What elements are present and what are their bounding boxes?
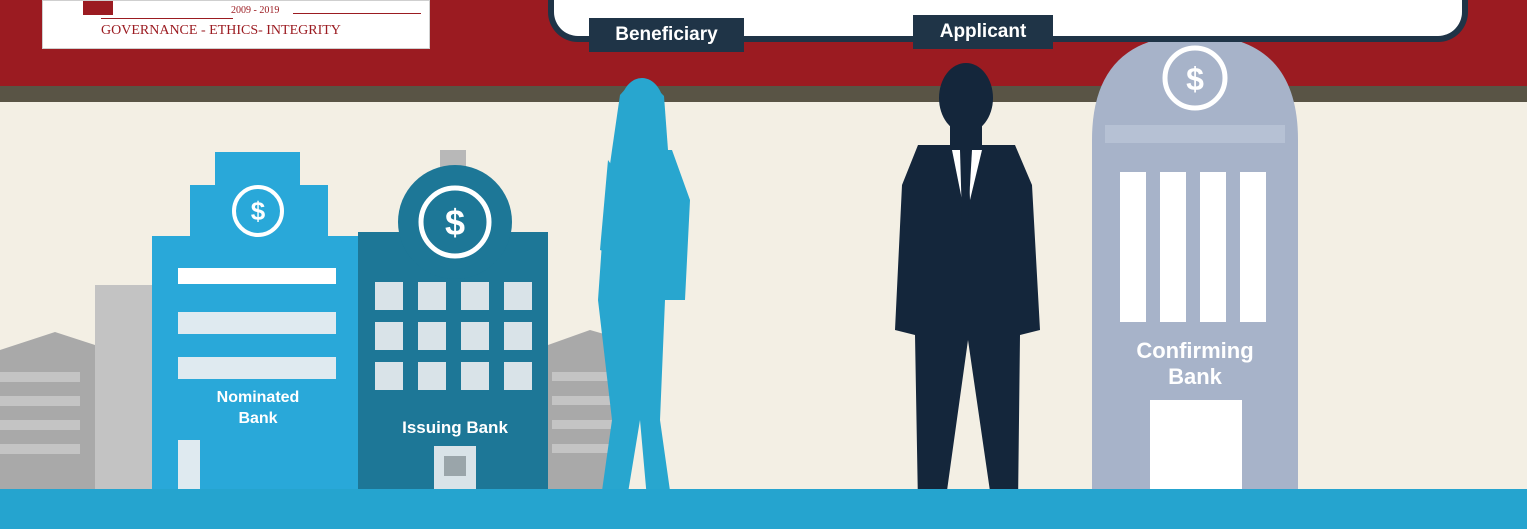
logo-emblem bbox=[83, 1, 113, 15]
organization-logo: 2009 - 2019 GOVERNANCE - ETHICS- INTEGRI… bbox=[42, 0, 430, 49]
confirming-bank-dollar-icon bbox=[1162, 45, 1228, 111]
logo-tagline: GOVERNANCE - ETHICS- INTEGRITY bbox=[101, 23, 341, 38]
applicant-label: Applicant bbox=[913, 15, 1053, 49]
beneficiary-figure bbox=[598, 78, 690, 510]
confirming-bank-dollar-symbol: $ bbox=[1186, 61, 1204, 97]
nominated-bank-label-line2: Bank bbox=[238, 410, 277, 427]
logo-years: 2009 - 2019 bbox=[231, 5, 280, 16]
confirming-bank-label-line2: Bank bbox=[1168, 364, 1223, 389]
issuing-bank-dollar-symbol: $ bbox=[445, 202, 465, 243]
logo-rule-left bbox=[101, 18, 233, 19]
applicant-figure bbox=[895, 63, 1040, 514]
background-building-middle bbox=[548, 330, 625, 500]
confirming-bank-building: $ Confirming Bank bbox=[1092, 35, 1298, 500]
confirming-bank-label-line1: Confirming bbox=[1136, 338, 1253, 363]
beneficiary-label: Beneficiary bbox=[589, 18, 744, 52]
logo-rule-right bbox=[293, 13, 421, 14]
issuing-bank-label: Issuing Bank bbox=[402, 418, 508, 437]
nominated-bank-dollar-icon bbox=[232, 185, 284, 237]
nominated-bank-label-line1: Nominated bbox=[217, 389, 300, 406]
ground-band bbox=[0, 489, 1527, 529]
issuing-bank-dollar-icon bbox=[418, 185, 492, 259]
background-building-left bbox=[0, 285, 155, 500]
nominated-bank-dollar-symbol: $ bbox=[251, 196, 266, 226]
issuing-bank-building: $ Issuing Bank bbox=[358, 150, 548, 500]
nominated-bank-building: $ Nominated Bank bbox=[152, 152, 362, 500]
